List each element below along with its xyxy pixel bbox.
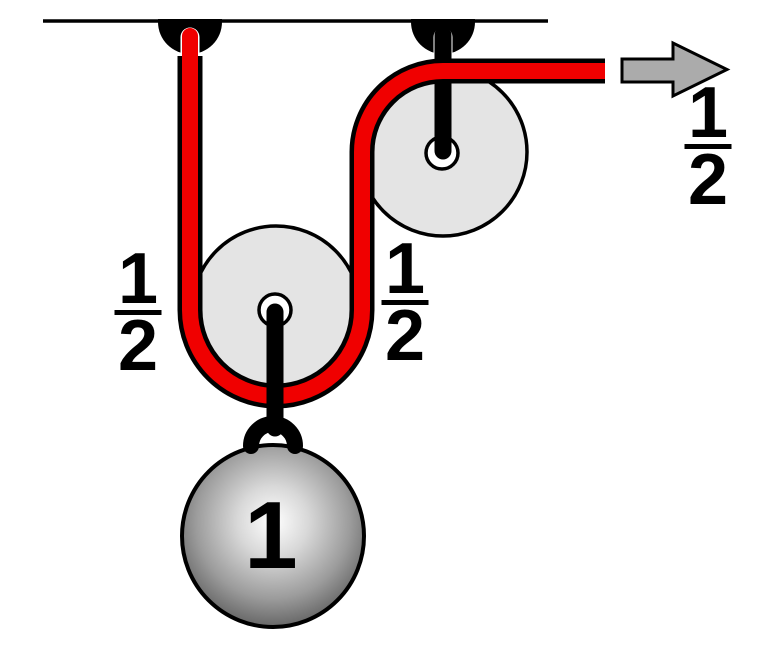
fraction-bar bbox=[684, 144, 732, 150]
pull-force-label-numerator: 1 bbox=[687, 73, 729, 153]
tension-label-middle-denominator: 2 bbox=[384, 296, 426, 377]
pull-force-right-arrow-icon bbox=[620, 40, 731, 99]
tension-label-middle-numerator: 1 bbox=[384, 229, 426, 309]
rope bbox=[182, 56, 605, 404]
fraction-bar bbox=[381, 300, 429, 306]
tension-label-middle: 1 2 bbox=[381, 229, 429, 377]
tension-label-left: 1 2 bbox=[114, 239, 162, 387]
pull-force-label-denominator: 2 bbox=[687, 140, 729, 221]
tension-label-left-denominator: 2 bbox=[117, 306, 159, 387]
tension-label-left-numerator: 1 bbox=[117, 239, 159, 319]
weight-hook bbox=[243, 416, 303, 454]
pull-force-label: 1 2 bbox=[684, 73, 732, 221]
weight-ball bbox=[180, 443, 366, 629]
weight-value-label: 1 bbox=[244, 482, 298, 589]
fraction-bar bbox=[114, 310, 162, 316]
